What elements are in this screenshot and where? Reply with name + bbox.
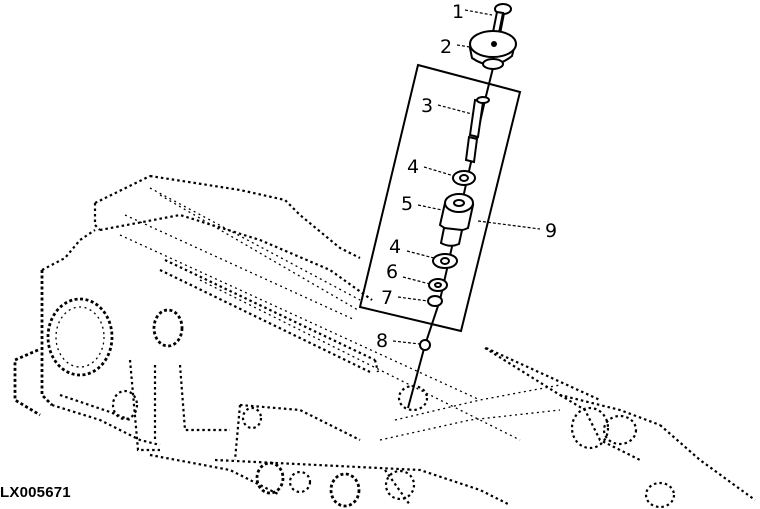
part-4-washer-upper[interactable] [452, 170, 476, 186]
part-5-hex-adapter[interactable] [438, 193, 475, 247]
callout-8: 8 [376, 330, 388, 352]
part-4-washer-lower[interactable] [432, 253, 458, 269]
callout-4-upper: 4 [407, 156, 419, 178]
part-6-washer[interactable] [428, 278, 448, 292]
callout-1: 1 [452, 1, 464, 23]
part-1-screw[interactable] [491, 3, 512, 35]
callout-2: 2 [440, 36, 452, 58]
part-8-ball[interactable] [419, 339, 431, 351]
part-7-o-ring[interactable] [427, 295, 443, 307]
callout-4-lower: 4 [389, 236, 401, 258]
phantom-housing [13, 174, 756, 509]
kit-box [358, 63, 522, 333]
callout-6: 6 [386, 261, 398, 283]
callout-3: 3 [421, 95, 433, 117]
callout-9: 9 [545, 220, 557, 242]
callout-7: 7 [381, 287, 393, 309]
part-3-stud[interactable] [464, 96, 490, 164]
callout-5: 5 [401, 193, 413, 215]
figure-id-label: LX005671 [0, 484, 71, 501]
leader-lines [392, 9, 541, 345]
part-2-cap[interactable] [468, 30, 517, 70]
